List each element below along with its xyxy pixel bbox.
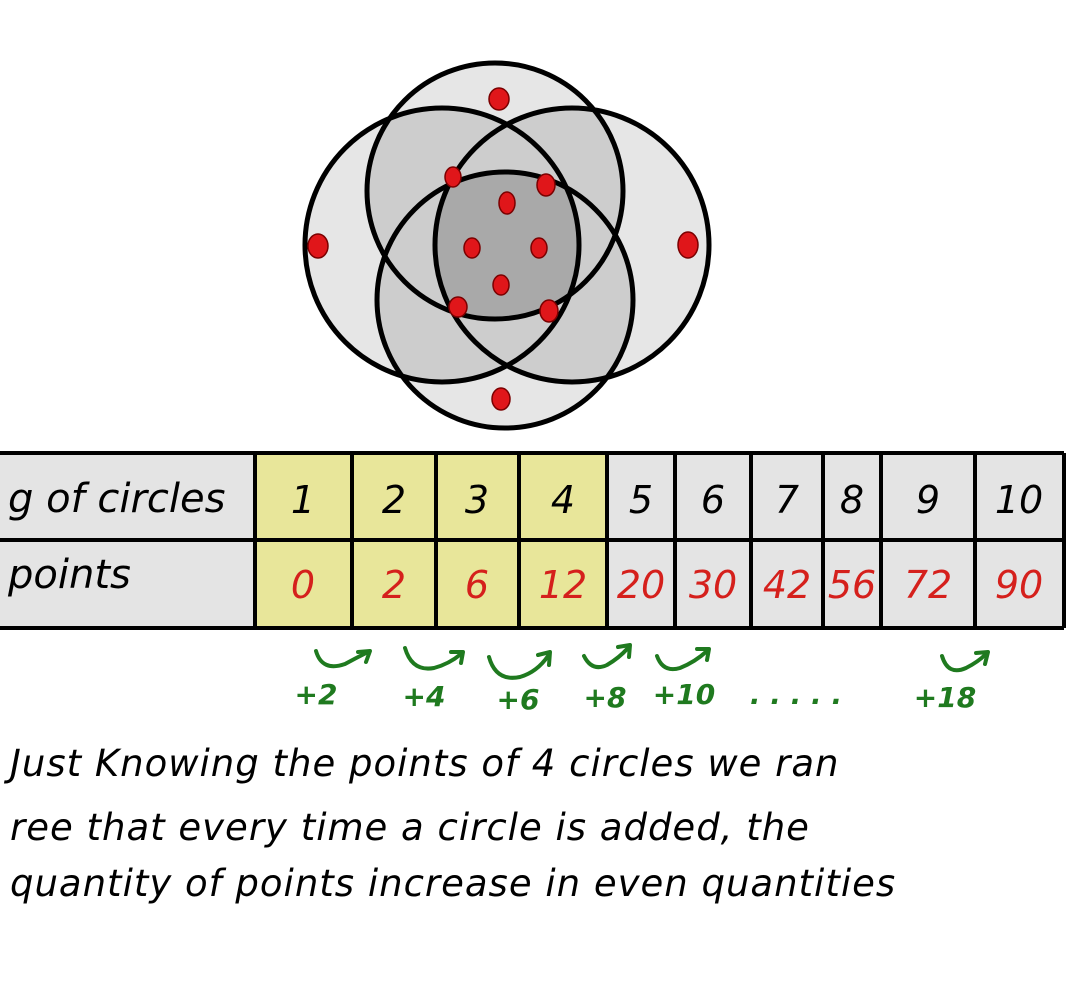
note-line: quantity of points increase in even quan… bbox=[10, 862, 897, 905]
intersection-point bbox=[536, 173, 556, 197]
arrow-icon bbox=[403, 646, 465, 671]
intersection-point bbox=[677, 231, 699, 259]
difference-label: +4 bbox=[403, 680, 446, 713]
points-cell: 20 bbox=[617, 563, 665, 607]
points-cell: 2 bbox=[382, 563, 406, 607]
difference-label: . . . . . bbox=[750, 678, 842, 711]
arrow-icon bbox=[582, 643, 632, 670]
difference-label: +6 bbox=[497, 683, 540, 716]
intersection-point bbox=[448, 296, 468, 318]
difference-label: +10 bbox=[653, 678, 715, 711]
circle-count-cell: 3 bbox=[465, 478, 489, 522]
difference-arrows bbox=[314, 643, 990, 680]
intersection-point bbox=[488, 87, 510, 111]
points-cell: 72 bbox=[904, 563, 952, 607]
intersection-point bbox=[539, 299, 559, 323]
points-cell: 0 bbox=[291, 563, 315, 607]
arrow-icon bbox=[940, 650, 990, 673]
circle-right-outline bbox=[432, 105, 712, 385]
circle-count-cell: 2 bbox=[382, 478, 406, 522]
intersection-point bbox=[463, 237, 481, 259]
circle-bottom-outline bbox=[374, 169, 636, 431]
circles-diagram bbox=[302, 60, 712, 431]
centre-overlap bbox=[435, 172, 579, 319]
points-cell: 12 bbox=[539, 563, 587, 607]
arrow-icon bbox=[655, 647, 711, 672]
arrow-icon bbox=[487, 650, 552, 680]
circle-left-outline bbox=[302, 105, 582, 385]
arrow-icon bbox=[314, 649, 372, 669]
circle-count-cell: 6 bbox=[701, 478, 725, 522]
circle-count-cell: 4 bbox=[551, 478, 575, 522]
points-cell: 56 bbox=[828, 563, 876, 607]
note-line: Just Knowing the points of 4 circles we … bbox=[10, 742, 840, 785]
points-cell: 30 bbox=[689, 563, 737, 607]
circle-count-cell: 5 bbox=[629, 478, 653, 522]
circle-count-cell: 9 bbox=[916, 478, 940, 522]
intersection-point bbox=[498, 191, 516, 215]
circle-top-outline bbox=[364, 60, 626, 322]
difference-label: +2 bbox=[295, 678, 338, 711]
points-cell: 90 bbox=[995, 563, 1043, 607]
circle-count-cell: 8 bbox=[840, 478, 864, 522]
points-cell: 42 bbox=[763, 563, 811, 607]
row-label-points: points bbox=[7, 552, 131, 598]
intersection-point bbox=[491, 387, 511, 411]
difference-label: +8 bbox=[584, 681, 627, 714]
intersection-point bbox=[444, 166, 462, 188]
intersection-point bbox=[492, 274, 510, 296]
intersection-point bbox=[530, 237, 548, 259]
circle-count-cell: 10 bbox=[995, 478, 1043, 522]
note-line: ree that every time a circle is added, t… bbox=[10, 806, 810, 849]
row-label-circles: g of circles bbox=[8, 476, 225, 522]
circle-count-cell: 1 bbox=[291, 478, 315, 522]
intersection-point bbox=[307, 233, 329, 259]
intersection-points bbox=[307, 87, 699, 411]
points-cell: 6 bbox=[465, 563, 489, 607]
difference-label: +18 bbox=[914, 681, 976, 714]
circle-count-cell: 7 bbox=[775, 478, 799, 522]
